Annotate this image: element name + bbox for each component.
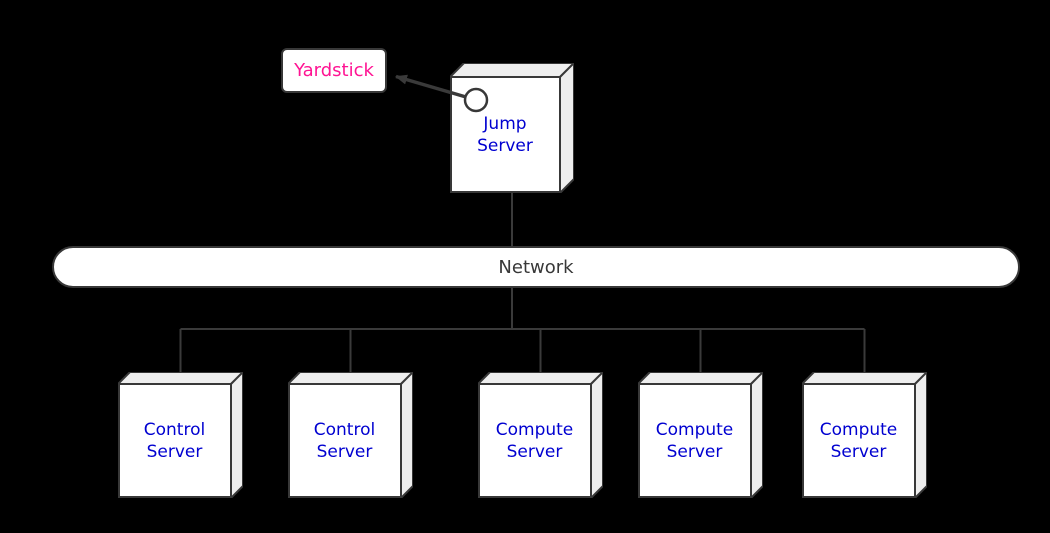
server-box-3d-shape	[478, 372, 603, 498]
server-box-3d-shape	[638, 372, 763, 498]
control-server-label: Control Server	[143, 420, 206, 462]
network-label: Network	[498, 256, 574, 278]
compute-server-node-2: Compute Server	[638, 372, 763, 498]
compute-server-label: Compute Server	[495, 420, 574, 462]
control-server-node-1: Control Server	[118, 372, 243, 498]
compute-server-label: Compute Server	[819, 420, 898, 462]
compute-server-node-3: Compute Server	[802, 372, 927, 498]
server-box-3d-shape	[802, 372, 927, 498]
control-server-node-2: Control Server	[288, 372, 413, 498]
compute-server-node-1: Compute Server	[478, 372, 603, 498]
server-box-3d-shape	[118, 372, 243, 498]
yardstick-label: Yardstick	[294, 60, 374, 81]
network-node: Network	[52, 246, 1020, 288]
compute-server-label: Compute Server	[655, 420, 734, 462]
server-box-3d-shape	[288, 372, 413, 498]
jump-server-label: Jump Server	[477, 114, 533, 156]
jump-server-node: Jump Server	[450, 63, 574, 193]
yardstick-node: Yardstick	[281, 48, 387, 93]
control-server-label: Control Server	[313, 420, 376, 462]
